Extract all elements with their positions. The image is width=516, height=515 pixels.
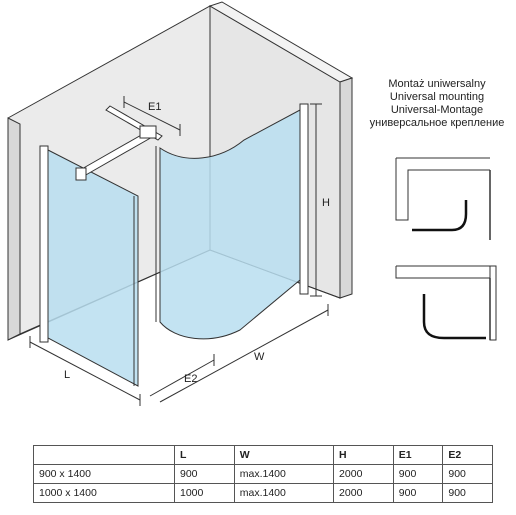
table-row: 900 x 1400 900 max.1400 2000 900 900: [33, 464, 493, 484]
table-cell: 1000: [174, 483, 235, 503]
right-wall-profile: [299, 103, 309, 295]
table-row: 1000 x 1400 1000 max.1400 2000 900 900: [33, 483, 493, 503]
table-header-cell: L: [174, 445, 235, 465]
mounting-caption: Montaż uniwersalny Universal mounting Un…: [362, 78, 512, 130]
left-wall-edge: [7, 117, 21, 341]
table-cell: max.1400: [233, 483, 335, 503]
l-dimension-line: [29, 341, 141, 401]
mounting-variant-top: [395, 157, 491, 240]
table-cell: 900: [392, 483, 444, 503]
caption-russian: универсальное крепление: [369, 117, 505, 129]
table-cell: max.1400: [233, 464, 335, 484]
table-cell: 900: [442, 483, 493, 503]
mounting-variant-bottom: [395, 265, 497, 341]
table-cell: 900: [174, 464, 235, 484]
caption-polish: Montaż uniwersalny: [388, 78, 486, 90]
stabilizer-clamp: [75, 167, 87, 181]
table-cell: 2000: [333, 483, 394, 503]
table-cell: 900: [442, 464, 493, 484]
table-header-cell: [33, 445, 175, 465]
stabilizer-joint: [139, 125, 157, 139]
back-wall-edge: [339, 77, 353, 299]
caption-english: Universal mounting: [389, 91, 485, 103]
table-cell: 900 x 1400: [33, 464, 175, 484]
left-wall-profile: [39, 145, 49, 343]
e1-label: E1: [148, 101, 161, 113]
shower-enclosure-drawing: E1 H W L E2: [7, 1, 497, 406]
table-header-cell: W: [233, 445, 335, 465]
dimensions-table: L W H E1 E2 900 x 1400 900 max.1400 2000…: [33, 445, 493, 503]
e2-dimension-line: [149, 359, 215, 397]
h-label: H: [322, 197, 330, 209]
table-cell: 2000: [333, 464, 394, 484]
table-cell: 900: [392, 464, 444, 484]
e1-dimension-line: [123, 101, 181, 131]
w-dimension-line: [159, 309, 329, 403]
caption-german: Universal-Montage: [390, 104, 484, 116]
table-header-cell: E1: [392, 445, 444, 465]
table-cell: 1000 x 1400: [33, 483, 175, 503]
table-header-cell: E2: [442, 445, 493, 465]
table-header-row: L W H E1 E2: [33, 445, 493, 465]
table-header-cell: H: [333, 445, 394, 465]
l-label: L: [64, 369, 70, 381]
w-label: W: [254, 351, 265, 363]
e2-label: E2: [184, 373, 197, 385]
